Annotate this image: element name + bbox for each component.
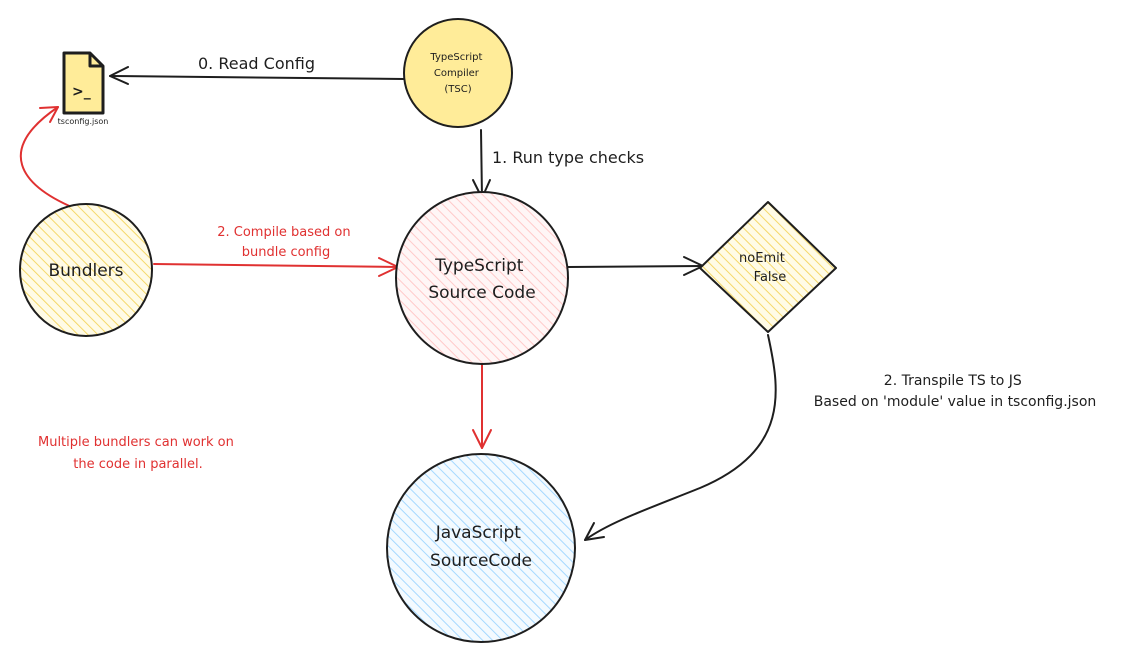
node-ts-source: TypeScript Source Code bbox=[395, 191, 569, 365]
noemit-label-line-1: noEmit bbox=[739, 251, 785, 266]
edge-label-read-config: 0. Read Config bbox=[198, 54, 315, 73]
edge-label-type-checks: 1. Run type checks bbox=[492, 148, 644, 167]
tsc-label-line-1: TypeScript bbox=[429, 52, 482, 63]
bundlers-label: Bundlers bbox=[48, 261, 123, 281]
edge-label-transpile-line-1: 2. Transpile TS to JS bbox=[884, 373, 1022, 389]
noemit-label: noEmit False bbox=[739, 251, 789, 285]
edge-ts-to-js bbox=[472, 349, 492, 449]
edge-label-compile-line-2: bundle config bbox=[242, 245, 331, 260]
tsc-label: TypeScript Compiler (TSC) bbox=[429, 52, 485, 95]
terminal-glyph: >_ bbox=[72, 84, 91, 100]
edge-label-compile: 2. Compile based on bundle config bbox=[217, 225, 355, 260]
parallel-note-line-2: the code in parallel. bbox=[73, 457, 202, 472]
tsc-label-line-3: (TSC) bbox=[444, 84, 471, 95]
edge-type-checks bbox=[472, 129, 491, 199]
parallel-note: Multiple bundlers can work on the code i… bbox=[38, 435, 238, 472]
ts-source-label: TypeScript Source Code bbox=[428, 256, 535, 303]
ts-source-label-line-1: TypeScript bbox=[434, 256, 524, 276]
edge-transpile bbox=[584, 334, 777, 541]
node-noemit: noEmit False bbox=[699, 201, 837, 333]
edge-label-transpile-line-2: Based on 'module' value in tsconfig.json bbox=[814, 394, 1097, 410]
js-source-label: JavaScript SourceCode bbox=[430, 523, 532, 571]
tsconfig-label: tsconfig.json bbox=[58, 117, 109, 126]
noemit-label-line-2: False bbox=[754, 270, 787, 285]
node-tsconfig: >_ tsconfig.json bbox=[58, 51, 109, 126]
js-source-label-line-1: JavaScript bbox=[435, 523, 522, 543]
edge-read-config bbox=[109, 66, 405, 85]
edge-label-compile-line-1: 2. Compile based on bbox=[217, 225, 350, 240]
parallel-note-line-1: Multiple bundlers can work on bbox=[38, 435, 234, 450]
ts-source-label-line-2: Source Code bbox=[428, 283, 535, 303]
node-bundlers: Bundlers bbox=[19, 203, 153, 337]
edge-bundlers-to-tsconfig bbox=[19, 106, 75, 209]
edge-compile bbox=[153, 257, 399, 277]
tsc-label-line-2: Compiler bbox=[434, 68, 480, 79]
edge-label-transpile: 2. Transpile TS to JS Based on 'module' … bbox=[814, 373, 1097, 410]
node-tsc: TypeScript Compiler (TSC) bbox=[403, 18, 513, 128]
edge-to-noemit bbox=[567, 256, 704, 276]
node-js-source: JavaScript SourceCode bbox=[386, 453, 576, 643]
terminal-file-icon: >_ bbox=[62, 51, 105, 115]
js-source-label-line-2: SourceCode bbox=[430, 551, 532, 571]
